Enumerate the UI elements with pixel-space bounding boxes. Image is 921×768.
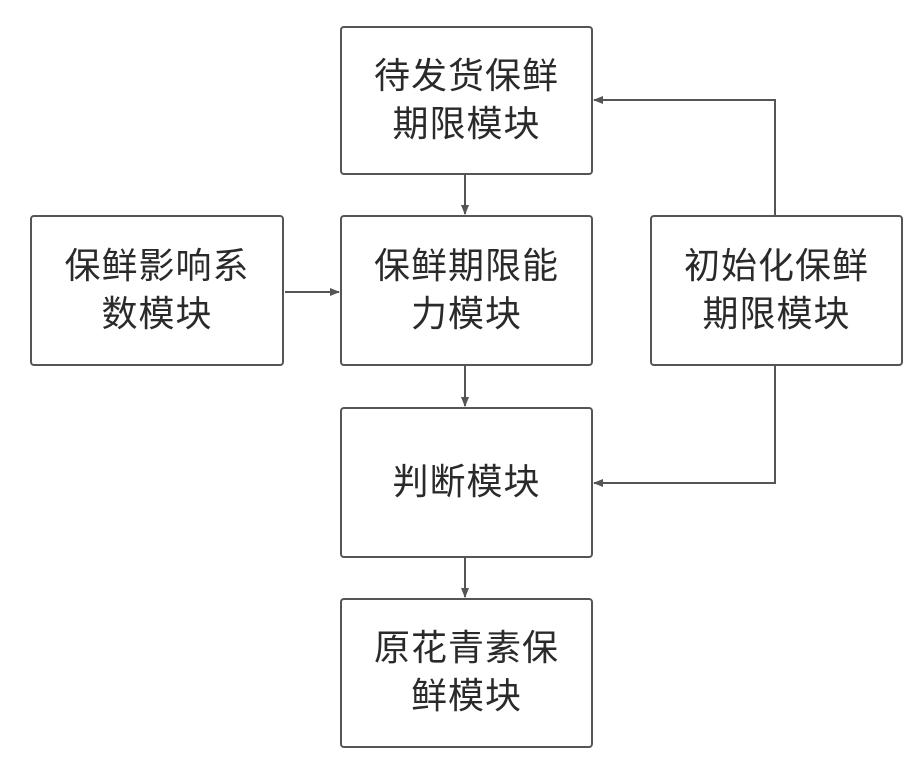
initialize-freshness-module-label: 初始化保鲜 期限模块 — [684, 243, 869, 339]
label-line: 初始化保鲜 — [684, 243, 869, 291]
freshness-capability-module-box: 保鲜期限能 力模块 — [340, 215, 593, 366]
label-line: 期限模块 — [684, 291, 869, 339]
label-line: 保鲜期限能 — [374, 243, 559, 291]
judgment-module-box: 判断模块 — [340, 407, 593, 558]
label-line: 力模块 — [374, 291, 559, 339]
label-line: 原花青素保 — [374, 625, 559, 673]
label-line: 保鲜影响系 — [64, 243, 249, 291]
anthocyanin-preservation-module-box: 原花青素保 鲜模块 — [340, 598, 593, 748]
label-line: 判断模块 — [392, 459, 540, 507]
pending-shipment-module-box: 待发货保鲜 期限模块 — [340, 26, 593, 175]
label-line: 期限模块 — [374, 101, 559, 149]
pending-shipment-module-label: 待发货保鲜 期限模块 — [374, 53, 559, 149]
arrow-initialize-to-judgment — [594, 366, 775, 483]
label-line: 鲜模块 — [374, 673, 559, 721]
influence-coefficient-module-box: 保鲜影响系 数模块 — [30, 215, 284, 366]
initialize-freshness-module-box: 初始化保鲜 期限模块 — [650, 215, 903, 366]
anthocyanin-preservation-module-label: 原花青素保 鲜模块 — [374, 625, 559, 721]
label-line: 数模块 — [64, 291, 249, 339]
arrow-initialize-to-pending — [594, 100, 775, 216]
label-line: 待发货保鲜 — [374, 53, 559, 101]
judgment-module-label: 判断模块 — [392, 459, 540, 507]
freshness-capability-module-label: 保鲜期限能 力模块 — [374, 243, 559, 339]
influence-coefficient-module-label: 保鲜影响系 数模块 — [64, 243, 249, 339]
